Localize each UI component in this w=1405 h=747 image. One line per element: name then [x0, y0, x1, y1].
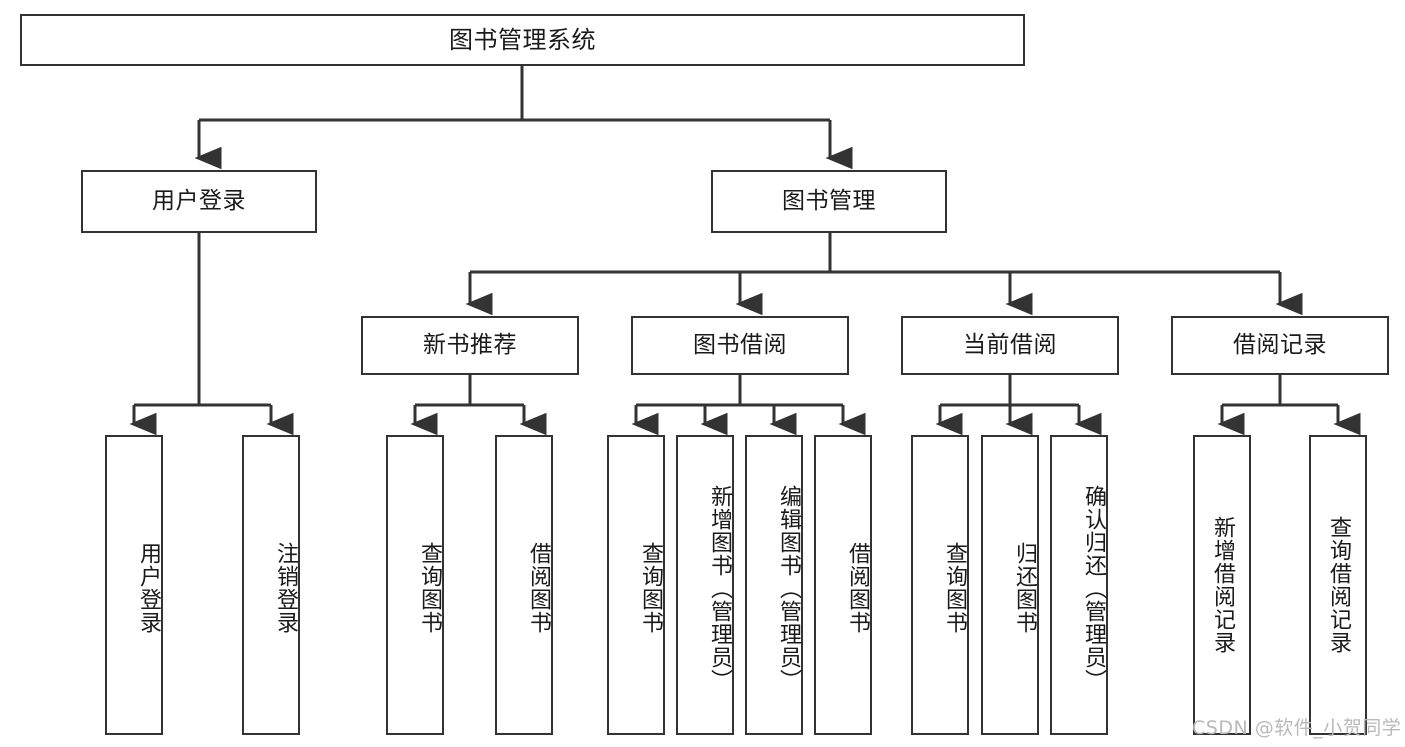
csdn-watermark: CSDN @软件_小贺同学 [1192, 717, 1402, 739]
leaf-book-borrow-add[interactable]: 新增图书（管理员） [676, 435, 734, 735]
node-book-borrow[interactable]: 图书借阅 [631, 316, 849, 375]
leaf-current-borrow-confirm-return[interactable]: 确认归还（管理员） [1050, 435, 1108, 735]
leaf-user-login-signout[interactable]: 注销登录 [242, 435, 300, 735]
node-new-book-recommend[interactable]: 新书推荐 [361, 316, 579, 375]
leaf-book-borrow-edit[interactable]: 编辑图书（管理员） [745, 435, 803, 735]
leaf-new-book-query[interactable]: 查询图书 [386, 435, 444, 735]
leaf-book-borrow-query[interactable]: 查询图书 [607, 435, 665, 735]
leaf-book-borrow-borrow[interactable]: 借阅图书 [814, 435, 872, 735]
node-book-management[interactable]: 图书管理 [711, 170, 947, 233]
node-borrow-record[interactable]: 借阅记录 [1171, 316, 1389, 375]
leaf-current-borrow-query[interactable]: 查询图书 [911, 435, 969, 735]
node-root-system[interactable]: 图书管理系统 [20, 14, 1025, 66]
leaf-user-login-signin[interactable]: 用户登录 [105, 435, 163, 735]
leaf-borrow-record-query[interactable]: 查询借阅记录 [1309, 435, 1367, 735]
node-user-login[interactable]: 用户登录 [81, 170, 317, 233]
node-current-borrow[interactable]: 当前借阅 [901, 316, 1119, 375]
leaf-borrow-record-add[interactable]: 新增借阅记录 [1193, 435, 1251, 735]
leaf-current-borrow-return[interactable]: 归还图书 [981, 435, 1039, 735]
leaf-new-book-borrow[interactable]: 借阅图书 [495, 435, 553, 735]
